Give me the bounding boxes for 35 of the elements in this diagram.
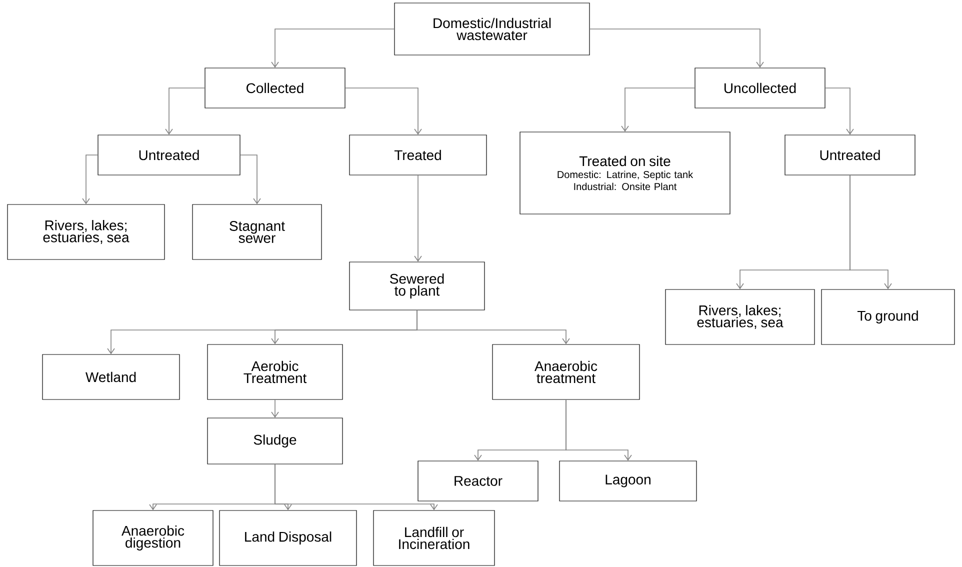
arrow — [589, 28, 764, 68]
arrow — [566, 399, 632, 461]
process-box: Reactor — [418, 460, 538, 502]
arrow — [165, 88, 206, 135]
arrow — [416, 310, 570, 344]
process-box: Lagoon — [559, 460, 697, 502]
arrow — [621, 88, 696, 132]
process-box: To ground — [821, 289, 955, 345]
process-box: Sewered to plant — [349, 262, 485, 310]
process-box: Wetland — [42, 354, 180, 400]
process-box: Stagnant sewer — [192, 204, 322, 260]
process-box: Treated — [349, 134, 487, 176]
arrow — [271, 28, 395, 68]
arrow — [824, 88, 854, 135]
process-box: Uncollected — [694, 68, 826, 108]
process-box: Sludge — [207, 418, 343, 464]
arrow — [274, 464, 438, 510]
process-box: Treated on site Domestic: Latrine, Septic tank Industrial: Onsite Plant — [520, 132, 730, 214]
process-box: Landfill or Incineration — [373, 510, 495, 566]
arrow — [271, 399, 279, 418]
arrow — [414, 174, 422, 262]
process-box: Rivers, lakes; estuaries, sea — [665, 289, 815, 345]
process-box: Domestic/Industrial wastewater — [394, 2, 590, 56]
arrow — [344, 88, 422, 135]
process-box: Aerobic Treatment — [207, 344, 343, 400]
process-box: Collected — [204, 68, 346, 108]
process-box: Anaerobic treatment — [492, 344, 640, 400]
arrow — [850, 174, 892, 290]
process-box: Land Disposal — [219, 510, 357, 566]
arrow — [240, 154, 261, 204]
process-box: Anaerobic digestion — [92, 510, 214, 566]
process-box: Untreated — [98, 134, 240, 176]
process-box: Rivers, lakes; estuaries, sea — [7, 204, 165, 260]
arrow — [82, 154, 98, 204]
process-box: Untreated — [784, 134, 916, 176]
